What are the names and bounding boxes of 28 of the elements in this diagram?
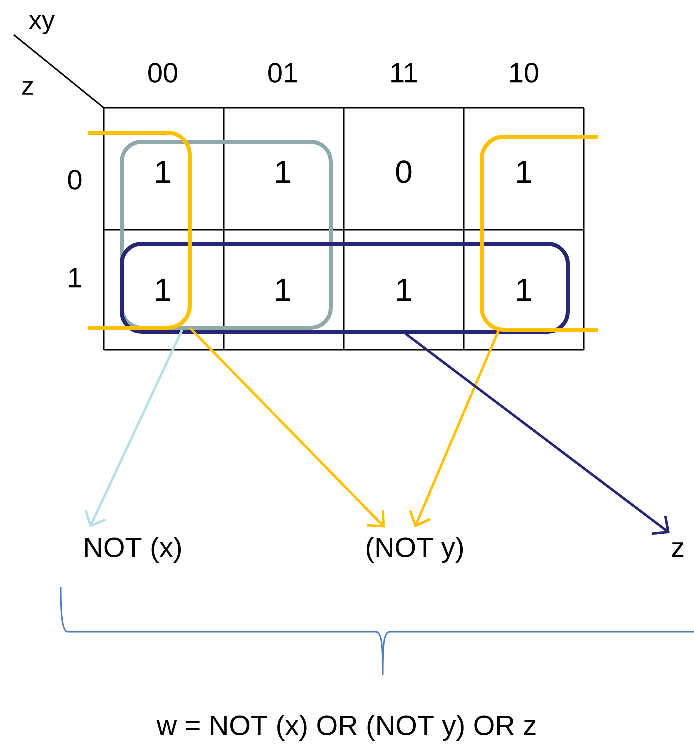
group-loop <box>120 140 333 330</box>
equation: w = NOT (x) OR (NOT y) OR z <box>156 714 536 742</box>
column-header: 10 <box>510 63 538 83</box>
cell-value: 1 <box>518 161 532 183</box>
axis-label: z <box>22 81 34 95</box>
term-label: (NOT y) <box>366 536 464 564</box>
cell-value: 1 <box>518 279 532 301</box>
cell-value: 1 <box>276 161 290 183</box>
term-label: NOT (x) <box>86 536 182 564</box>
cell-value: 0 <box>396 160 412 184</box>
cell-value: 1 <box>276 279 290 301</box>
cell-value: 1 <box>398 279 412 301</box>
row-header: 1 <box>69 268 82 288</box>
arrow <box>189 327 385 528</box>
cell-value: 1 <box>156 161 170 183</box>
group-loop <box>88 131 192 330</box>
arrow <box>409 330 500 528</box>
term-label: z <box>672 542 684 558</box>
row-header: 0 <box>68 170 82 190</box>
column-header: 01 <box>268 63 298 83</box>
cell-value: 1 <box>156 279 170 301</box>
group-loop <box>120 242 570 334</box>
column-header: 00 <box>148 63 178 83</box>
group-loop <box>480 135 598 332</box>
column-header: 11 <box>392 63 418 83</box>
arrow <box>84 329 184 528</box>
arrow <box>405 333 670 536</box>
axis-label: xy <box>29 15 55 35</box>
